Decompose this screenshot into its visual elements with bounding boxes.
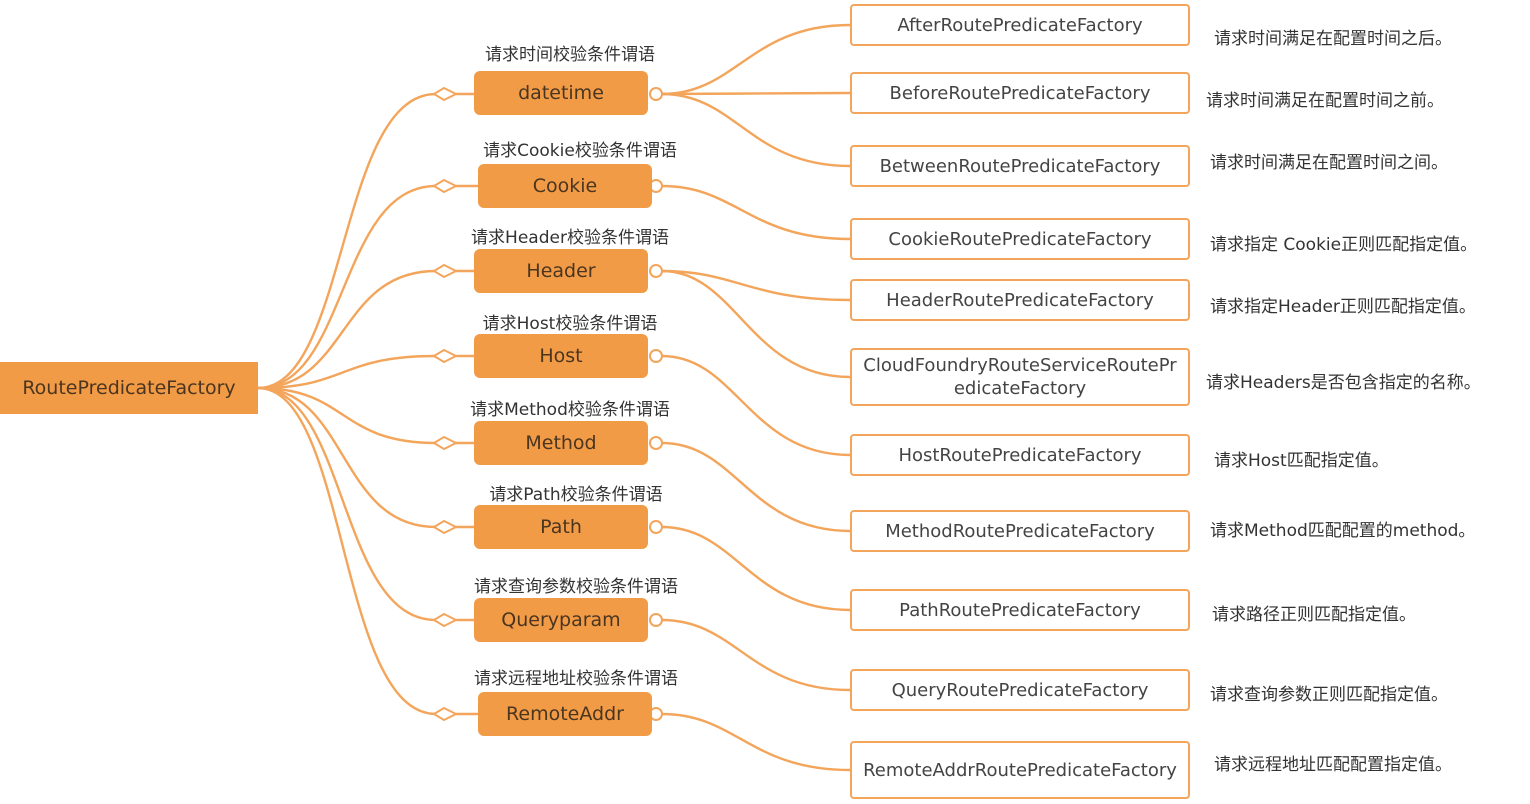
connector-diamond [432,435,459,451]
connector-curve [661,269,851,302]
connector-curve [257,269,437,390]
factory-node[interactable]: CloudFoundryRouteServiceRoutePredicateFa… [850,348,1190,406]
category-node-remoteaddr[interactable]: RemoteAddr [478,692,652,736]
category-caption: 请求Cookie校验条件谓语 [483,141,677,161]
connector-curve [661,618,851,692]
factory-node[interactable]: HostRoutePredicateFactory [850,434,1190,476]
connector-diamond [432,86,459,102]
connector-diamond [432,612,459,628]
connector-curve [257,386,437,529]
connector-curve [257,184,437,390]
factory-node-label: RemoteAddrRoutePredicateFactory [863,759,1177,781]
connector-curve [661,712,851,772]
category-caption: 请求远程地址校验条件谓语 [474,669,678,689]
category-node-host[interactable]: Host [474,334,648,378]
factory-description: 请求时间满足在配置时间之间。 [1210,153,1448,173]
connector-curve [661,269,851,379]
factory-node[interactable]: CookieRoutePredicateFactory [850,218,1190,260]
category-node-label: Method [525,432,597,454]
factory-description: 请求时间满足在配置时间之后。 [1214,29,1452,49]
category-node-datetime[interactable]: datetime [474,71,648,115]
connector-curve [661,525,851,612]
category-caption: 请求Method校验条件谓语 [470,400,670,420]
factory-node[interactable]: PathRoutePredicateFactory [850,589,1190,631]
factory-node-label: BetweenRoutePredicateFactory [879,155,1161,177]
category-caption: 请求时间校验条件谓语 [485,45,655,65]
factory-description: 请求Headers是否包含指定的名称。 [1206,373,1481,393]
connector-circle [649,87,663,101]
connector-circle [649,264,663,278]
category-node-queryparam[interactable]: Queryparam [474,598,648,642]
factory-description: 请求Host匹配指定值。 [1214,451,1389,471]
connector-curve [661,92,851,168]
category-node-label: Header [526,260,596,282]
connector-curve [661,441,851,533]
factory-description: 请求查询参数正则匹配指定值。 [1210,685,1448,705]
connector-circle [649,520,663,534]
factory-node[interactable]: AfterRoutePredicateFactory [850,4,1190,46]
root-node[interactable]: RoutePredicateFactory [0,362,258,414]
category-caption: 请求Header校验条件谓语 [471,228,669,248]
factory-node[interactable]: MethodRoutePredicateFactory [850,510,1190,552]
category-node-header[interactable]: Header [474,249,648,293]
factory-node-label: CookieRoutePredicateFactory [888,228,1152,250]
factory-node-label: CloudFoundryRouteServiceRoutePredicateFa… [863,355,1177,399]
connector-diamond [432,178,459,194]
connector-diamond [432,519,459,535]
factory-description: 请求指定Header正则匹配指定值。 [1210,297,1476,317]
factory-node-label: AfterRoutePredicateFactory [897,14,1143,36]
factory-node[interactable]: HeaderRoutePredicateFactory [850,279,1190,321]
connector-circle [649,613,663,627]
factory-node[interactable]: QueryRoutePredicateFactory [850,669,1190,711]
connector-curve [257,386,437,445]
category-node-label: datetime [518,82,604,104]
factory-node-label: MethodRoutePredicateFactory [885,520,1155,542]
category-node-label: RemoteAddr [506,703,624,725]
category-caption: 请求Host校验条件谓语 [482,314,658,334]
connector-diamond [432,348,459,364]
connector-diamond [432,263,459,279]
connector-curve [661,91,851,96]
category-node-method[interactable]: Method [474,421,648,465]
connector-curve [257,386,437,716]
factory-node-label: HostRoutePredicateFactory [898,444,1142,466]
connector-curve [257,354,437,390]
factory-node[interactable]: BetweenRoutePredicateFactory [850,145,1190,187]
factory-description: 请求路径正则匹配指定值。 [1212,605,1416,625]
factory-node[interactable]: RemoteAddrRoutePredicateFactory [850,741,1190,799]
category-node-label: Cookie [532,175,598,197]
category-caption: 请求查询参数校验条件谓语 [474,577,678,597]
connector-circle [649,436,663,450]
category-caption: 请求Path校验条件谓语 [489,485,663,505]
root-node-label: RoutePredicateFactory [22,377,236,399]
connector-diamond [432,706,459,722]
factory-description: 请求远程地址匹配配置指定值。 [1214,755,1452,775]
factory-description: 请求Method匹配配置的method。 [1210,521,1476,541]
connector-circle [649,349,663,363]
connector-curve [661,23,851,96]
factory-node-label: PathRoutePredicateFactory [899,599,1141,621]
connector-curve [661,354,851,457]
category-node-label: Path [540,516,582,538]
connector-curve [257,92,437,390]
factory-description: 请求指定 Cookie正则匹配指定值。 [1210,235,1478,255]
category-node-cookie[interactable]: Cookie [478,164,652,208]
category-node-path[interactable]: Path [474,505,648,549]
factory-node-label: BeforeRoutePredicateFactory [889,82,1151,104]
factory-description: 请求时间满足在配置时间之前。 [1206,91,1444,111]
factory-node[interactable]: BeforeRoutePredicateFactory [850,72,1190,114]
factory-node-label: QueryRoutePredicateFactory [891,679,1149,701]
category-node-label: Host [539,345,583,367]
factory-node-label: HeaderRoutePredicateFactory [886,289,1154,311]
connector-curve [661,184,851,241]
connector-curve [257,386,437,622]
category-node-label: Queryparam [501,609,621,631]
